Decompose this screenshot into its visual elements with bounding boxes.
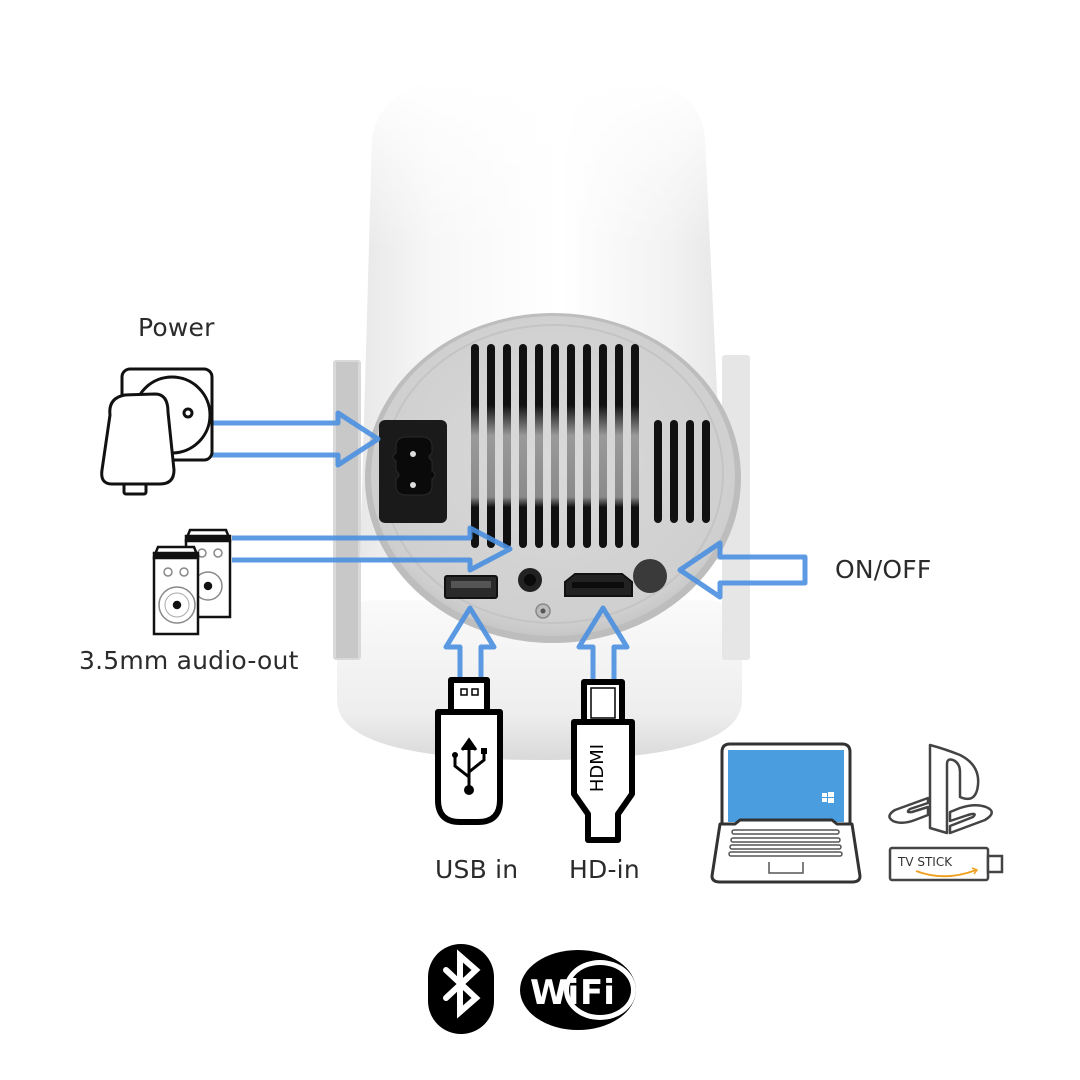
audio-out-label: 3.5mm audio-out xyxy=(79,646,299,675)
arrow-hdmi xyxy=(576,605,630,680)
hdmi-plug-text: HDMI xyxy=(587,744,608,792)
usb-in-label: USB in xyxy=(435,855,519,884)
tv-stick-text: TV STICK xyxy=(897,855,953,869)
arrow-audio xyxy=(232,525,513,573)
arrow-onoff xyxy=(677,540,808,600)
wifi-fi-text: Fi xyxy=(580,973,615,1013)
power-label: Power xyxy=(138,313,215,342)
on-off-label: ON/OFF xyxy=(835,555,932,584)
wifi-wi-text: Wi xyxy=(530,973,579,1013)
hd-in-label: HD-in xyxy=(569,855,640,884)
arrow-power xyxy=(212,410,381,468)
vents xyxy=(471,344,639,548)
arrow-usb xyxy=(443,605,497,680)
